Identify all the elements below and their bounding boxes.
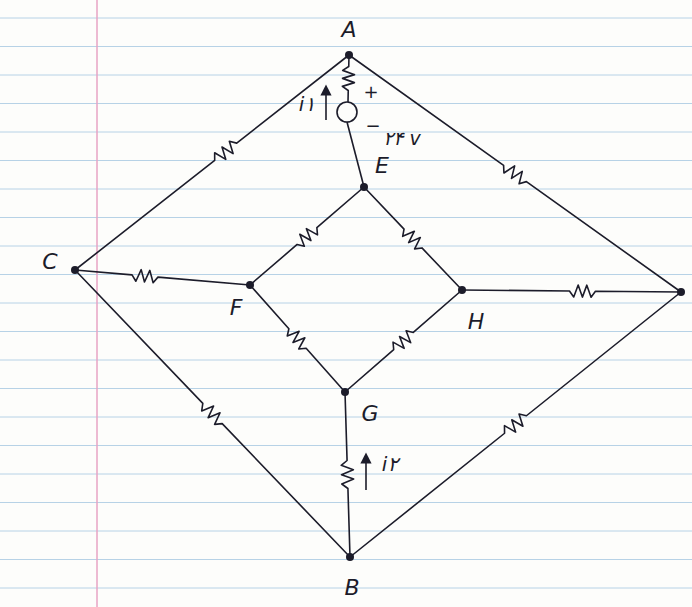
resistor-wire xyxy=(462,285,681,297)
ruled-line xyxy=(0,360,692,361)
junction-dot xyxy=(71,266,79,274)
resistor-wire xyxy=(342,55,354,102)
resistor-wire xyxy=(75,270,350,557)
margin-line xyxy=(96,0,98,607)
node-label: F xyxy=(230,297,243,319)
current-arrow xyxy=(365,458,367,490)
junction-dot xyxy=(677,288,685,296)
ruled-line xyxy=(0,274,692,275)
ruled-line xyxy=(0,559,692,560)
current-label: i۲ xyxy=(382,454,398,474)
junction-dot xyxy=(458,286,466,294)
current-arrow xyxy=(325,90,327,120)
resistor-wire xyxy=(341,392,353,557)
ruled-line xyxy=(0,531,692,532)
polarity-sign: − xyxy=(365,117,380,135)
node-label: H xyxy=(468,311,485,333)
ruled-line xyxy=(0,160,692,161)
junction-dot xyxy=(246,281,254,289)
resistor-wire xyxy=(345,290,462,392)
polarity-sign: + xyxy=(363,83,378,101)
node-label: B xyxy=(344,577,359,599)
node-label: C xyxy=(42,251,57,273)
node-label: E xyxy=(375,155,389,177)
ruled-line xyxy=(0,502,692,503)
ruled-line xyxy=(0,303,692,304)
junction-dot xyxy=(345,51,353,59)
resistor-wire xyxy=(250,285,345,392)
resistor-wire xyxy=(350,292,681,557)
junction-dot xyxy=(360,183,368,191)
ruled-line xyxy=(0,246,692,247)
ruled-line xyxy=(0,474,692,475)
resistor-wire xyxy=(75,270,250,285)
resistor-wire xyxy=(364,187,462,290)
voltage-label: ۲۴ v xyxy=(383,129,421,148)
resistor-wire xyxy=(75,55,349,270)
voltage-source xyxy=(337,102,357,122)
ruled-line xyxy=(0,46,692,47)
current-label: i۱ xyxy=(299,94,315,114)
ruled-line xyxy=(0,217,692,218)
resistor-wire xyxy=(250,187,364,285)
junction-dot xyxy=(341,388,349,396)
node-label: G xyxy=(361,403,378,425)
ruled-line xyxy=(0,75,692,76)
ruled-line xyxy=(0,189,692,190)
resistor-wire xyxy=(349,55,681,292)
resistor-wire xyxy=(347,122,364,187)
junction-dot xyxy=(346,553,354,561)
ruled-line xyxy=(0,132,692,133)
node-label: A xyxy=(341,19,356,41)
ruled-line xyxy=(0,331,692,332)
